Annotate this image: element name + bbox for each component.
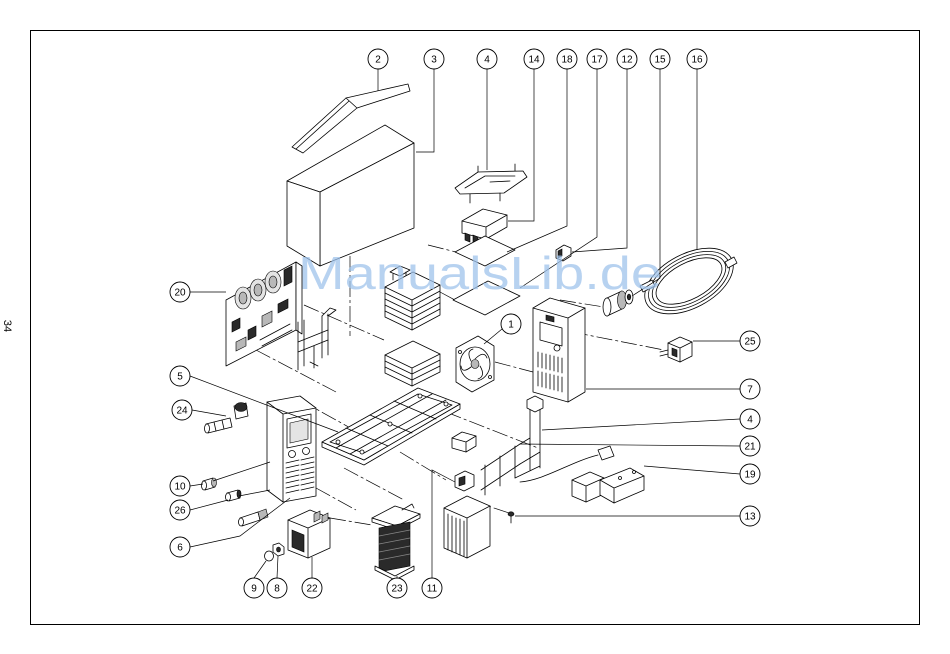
callout-3: 3 [424, 49, 444, 69]
callout-24: 24 [172, 400, 192, 420]
callout-label: 5 [177, 372, 183, 383]
part-switch [660, 337, 692, 362]
callout-label: 12 [621, 55, 633, 66]
callout-10: 10 [170, 476, 190, 496]
part-pcb-main [226, 262, 302, 366]
callout-12: 12 [617, 49, 637, 69]
leader-4-right [542, 419, 740, 430]
part-rear-panel [533, 298, 585, 402]
part-connector-10 [202, 478, 217, 490]
callout-label: 26 [174, 506, 186, 517]
callout-19: 19 [740, 464, 760, 484]
callout-9: 9 [244, 578, 264, 598]
leader-9 [254, 561, 266, 578]
leader-14 [508, 69, 534, 221]
callout-18: 18 [557, 49, 577, 69]
callout-16: 16 [687, 49, 707, 69]
part-connector-26 [226, 490, 242, 501]
page-number: 34 [1, 320, 13, 332]
callout-5: 5 [170, 366, 190, 386]
leader-19 [644, 466, 740, 474]
callout-label: 7 [747, 385, 753, 396]
part-cap-9 [265, 551, 274, 561]
callout-21: 21 [740, 436, 760, 456]
callout-label: 3 [431, 55, 437, 66]
callout-label: 11 [427, 584, 438, 595]
callout-17: 17 [587, 49, 607, 69]
callout-label: 8 [274, 584, 280, 595]
callout-7: 7 [740, 379, 760, 399]
callout-4-right: 4 [740, 409, 760, 429]
callout-label: 20 [174, 288, 186, 299]
callout-label: 10 [174, 482, 186, 493]
callout-label: 21 [744, 442, 756, 453]
part-heatsink-block [444, 432, 490, 558]
part-bracket-frame [481, 396, 543, 495]
leader-21 [520, 444, 740, 446]
leader-18 [507, 69, 567, 252]
callout-6: 6 [170, 537, 190, 557]
callout-1: 1 [501, 314, 521, 334]
callout-label: 18 [561, 55, 573, 66]
callout-label: 6 [177, 543, 183, 554]
callout-label: 4 [484, 55, 490, 66]
callout-2: 2 [368, 49, 388, 69]
watermark: ManualsLib.de [298, 247, 662, 299]
callout-8: 8 [267, 578, 287, 598]
callout-25: 25 [740, 331, 760, 351]
part-fan [456, 336, 494, 392]
part-base-tray [322, 388, 460, 465]
callout-14: 14 [524, 49, 544, 69]
callout-11: 11 [422, 578, 442, 598]
callout-label: 2 [375, 55, 381, 66]
callout-label: 19 [744, 470, 756, 481]
leader-24 [192, 410, 226, 416]
part-screw [508, 512, 514, 523]
callout-label: 23 [391, 584, 403, 595]
part-control-board [520, 446, 644, 503]
callout-label: 24 [176, 406, 188, 417]
callout-label: 22 [306, 584, 318, 595]
callout-4-top: 4 [477, 49, 497, 69]
part-rectifier-block [288, 510, 330, 558]
callout-label: 16 [691, 55, 703, 66]
callout-label: 1 [508, 320, 514, 331]
callout-label: 9 [251, 584, 257, 595]
part-transformer [372, 504, 420, 580]
callout-label: 15 [654, 55, 666, 66]
part-pcb-bracket [298, 308, 336, 370]
part-heatsink-lower [385, 341, 440, 386]
callout-20: 20 [170, 282, 190, 302]
callout-15: 15 [650, 49, 670, 69]
callout-13: 13 [740, 506, 760, 526]
leader-8 [277, 556, 278, 578]
leader-1 [484, 329, 502, 344]
callout-22: 22 [302, 578, 322, 598]
part-nut-8 [273, 543, 284, 556]
callout-26: 26 [170, 500, 190, 520]
part-knob-potentiometer [205, 403, 249, 434]
callout-label: 25 [744, 337, 756, 348]
callout-label: 4 [747, 415, 753, 426]
part-cable-connector [239, 509, 269, 526]
callout-label: 13 [744, 512, 756, 523]
part-bracket-top [455, 164, 527, 203]
part-front-panel [267, 396, 316, 502]
leader-3 [416, 69, 434, 152]
callout-label: 14 [528, 55, 540, 66]
leader-12 [572, 69, 627, 252]
callout-label: 17 [591, 55, 603, 66]
callout-23: 23 [387, 578, 407, 598]
